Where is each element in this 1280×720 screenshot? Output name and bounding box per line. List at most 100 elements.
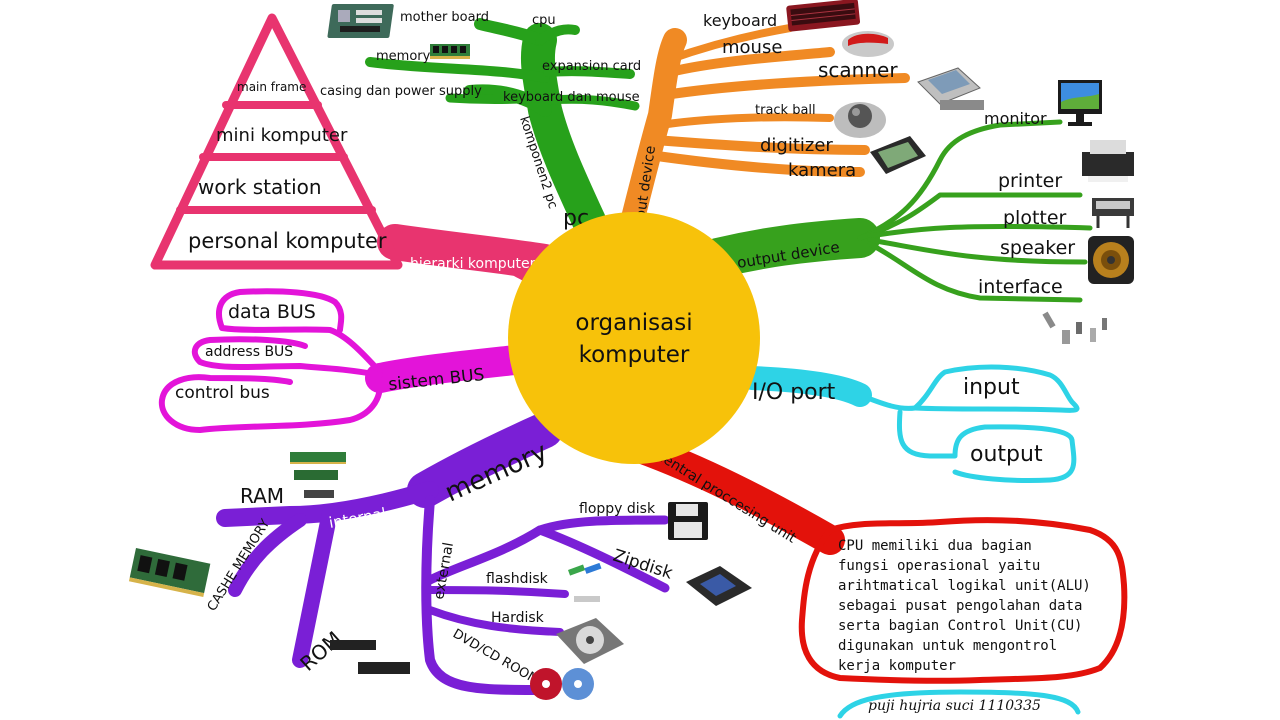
memory-item-floppy-disk: floppy disk xyxy=(579,501,656,517)
output-trunk xyxy=(698,218,880,278)
cache-memory-icon xyxy=(128,548,211,598)
input-branch-line xyxy=(665,47,835,77)
input-branch-line xyxy=(656,113,834,129)
cpu-description-line: CPU memiliki dua bagian xyxy=(838,538,1032,554)
center-circle xyxy=(508,212,760,464)
hierarchy-level-personal-komputer: personal komputer xyxy=(188,229,387,253)
memory-external-line xyxy=(421,495,545,695)
memory-external-line xyxy=(426,586,569,598)
bus-bubble-data xyxy=(216,288,383,375)
io-item-input: input xyxy=(963,375,1020,400)
center-title-line-2: komputer xyxy=(579,342,690,368)
memory-internal-line xyxy=(292,504,338,668)
pc-item-casing-dan-power-supply: casing dan power supply xyxy=(320,84,482,99)
connector-icon xyxy=(1042,311,1107,344)
input-branch-line xyxy=(660,73,910,100)
memory-internal-line xyxy=(228,513,307,597)
output-device-branch: output device monitor printer plotter sp… xyxy=(698,80,1134,344)
hierarchy-level-work-station: work station xyxy=(198,175,322,199)
memory-trunk xyxy=(407,412,563,508)
memory-item-ram: RAM xyxy=(240,484,284,508)
pc-branch-line xyxy=(474,18,546,46)
flashdisk-icon xyxy=(568,562,602,602)
output-item-plotter: plotter xyxy=(1003,207,1067,229)
input-item-scanner: scanner xyxy=(818,58,898,82)
io-output-bubble xyxy=(897,409,1077,484)
hierarki-connector xyxy=(377,224,563,280)
keyboard-icon xyxy=(786,0,861,32)
bus-item-control-bus: control bus xyxy=(175,383,270,403)
pc-branch-line xyxy=(545,94,640,111)
memory-external-line xyxy=(426,606,564,636)
pc-branch-line xyxy=(535,24,580,45)
output-item-printer: printer xyxy=(998,170,1062,192)
input-item-keyboard: keyboard xyxy=(703,11,777,30)
mouse-icon xyxy=(842,31,894,57)
monitor-icon xyxy=(1058,80,1102,126)
pc-branch-line xyxy=(543,66,635,79)
pc-item-cpu: cpu xyxy=(532,13,556,28)
pc-branch-line xyxy=(445,93,545,104)
cpu-description-line: serta bagian Control Unit(CU) xyxy=(838,618,1082,634)
center-title-line-1: organisasi xyxy=(575,310,692,336)
memory-stick-icon xyxy=(430,44,470,59)
signature-bubble xyxy=(837,689,1081,719)
io-branch-line xyxy=(857,392,918,411)
pc-branch-line xyxy=(365,57,550,83)
pc-item-mother-board: mother board xyxy=(400,10,489,25)
hierarchy-level-mini-komputer: mini komputer xyxy=(216,125,348,146)
io-port-branch: I/O port input output xyxy=(740,364,1080,484)
cpu-description-bubble xyxy=(798,517,1128,684)
input-device-branch: input device keyboard mouse scanner trac… xyxy=(616,0,984,250)
signature-text: puji hujria suci 1110335 xyxy=(868,698,1041,714)
memory-item-flashdisk: flashdisk xyxy=(486,571,549,587)
output-branch-line xyxy=(867,237,1088,265)
digitizer-icon xyxy=(870,136,926,174)
io-input-bubble xyxy=(912,364,1080,413)
input-branch-line xyxy=(645,150,865,177)
floppy-disk-icon xyxy=(668,502,708,540)
io-connector xyxy=(740,366,872,407)
input-item-track-ball: track ball xyxy=(755,103,816,118)
trackball-icon xyxy=(834,102,886,138)
motherboard-icon xyxy=(327,4,394,38)
hierarchy-level-main-frame: main frame xyxy=(237,80,306,94)
hierarki-branch: main frame mini komputer work station pe… xyxy=(150,13,565,310)
cpu-description-line: kerja komputer xyxy=(838,658,956,674)
input-item-digitizer: digitizer xyxy=(760,135,833,156)
input-branch-line xyxy=(664,24,794,64)
bus-item-address-bus: address BUS xyxy=(205,344,293,360)
memory-item-hardisk: Hardisk xyxy=(491,610,545,626)
io-item-output: output xyxy=(970,442,1043,467)
center-node: organisasi komputer xyxy=(508,212,760,464)
sistem-bus-branch: sistem BUS data BUS address BUS control … xyxy=(158,288,530,433)
plotter-icon xyxy=(1092,198,1134,228)
cpu-description-line: sebagai pusat pengolahan data xyxy=(838,598,1082,614)
zipdisk-icon xyxy=(686,566,752,606)
rom-chip-icon xyxy=(330,640,410,674)
output-item-monitor: monitor xyxy=(984,109,1047,128)
cpu-description-line: digunakan untuk mengontrol xyxy=(838,638,1057,654)
memory-external-line xyxy=(535,525,670,593)
input-item-mouse: mouse xyxy=(722,37,782,58)
cpu-description-line: fungsi operasional yaitu xyxy=(838,558,1040,574)
printer-icon xyxy=(1082,140,1134,182)
pc-item-expansion-card: expansion card xyxy=(542,59,641,74)
ram-icon xyxy=(290,452,346,498)
memory-item-cashe-memory: CASHE MEMORY xyxy=(205,517,274,614)
hierarki-label: hierarki komputer xyxy=(410,256,536,272)
cpu-description-line: arihtmatical logikal unit(ALU) xyxy=(838,578,1091,594)
pc-branch-line xyxy=(463,84,552,117)
speaker-icon xyxy=(1088,236,1134,284)
bus-connector xyxy=(365,345,530,393)
scanner-icon xyxy=(917,67,984,110)
bus-bubble-control xyxy=(158,374,383,433)
cpu-branch: central proccesing unit CPU memiliki dua… xyxy=(625,433,1128,684)
pc-trunk xyxy=(520,23,617,262)
input-item-kamera: kamera xyxy=(788,160,856,181)
bus-bubble-address xyxy=(191,336,383,378)
input-branch-line xyxy=(650,135,870,155)
signature-block: puji hujria suci 1110335 xyxy=(837,689,1081,719)
output-branch-line xyxy=(867,241,1083,303)
